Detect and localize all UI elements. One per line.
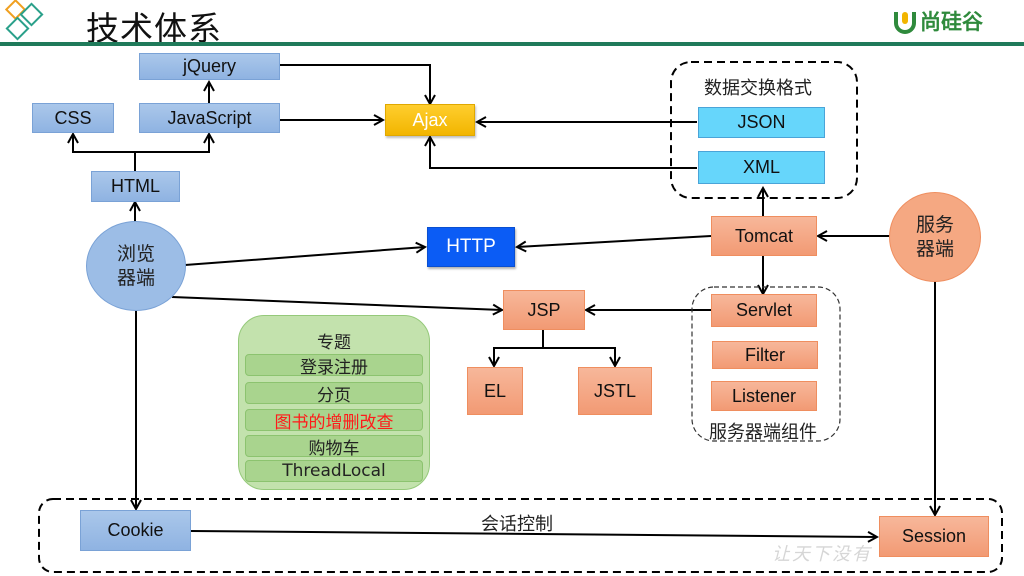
edge-cookie-to-session — [190, 530, 877, 537]
server-components-group — [691, 286, 841, 442]
edge-html-to-css — [73, 134, 136, 172]
node-xml: XML — [698, 151, 825, 184]
edge-browser-to-http — [184, 247, 425, 266]
node-json: JSON — [698, 107, 825, 138]
topics-panel: 专题 登录注册 分页 图书的增删改查 购物车 ThreadLocal — [238, 315, 430, 490]
node-cookie: Cookie — [80, 510, 191, 551]
browser-label-line1: 浏览 — [116, 243, 155, 265]
node-filter: Filter — [712, 341, 818, 369]
node-servlet: Servlet — [711, 294, 817, 327]
node-ajax: Ajax — [385, 104, 475, 136]
browser-label-line2: 器端 — [116, 267, 155, 289]
node-jquery: jQuery — [139, 53, 280, 80]
node-javascript: JavaScript — [139, 103, 280, 133]
brand-logo: 尚硅谷 — [893, 6, 983, 36]
node-browser: 浏览器端 — [86, 221, 186, 311]
topic-item: 登录注册 — [245, 354, 423, 378]
node-tomcat: Tomcat — [711, 216, 817, 256]
node-server: 服务器端 — [889, 192, 981, 282]
session-control-label: 会话控制 — [481, 514, 553, 535]
node-el: EL — [467, 367, 523, 415]
node-http: HTTP — [427, 227, 515, 267]
edge-tomcat-to-http — [517, 235, 712, 247]
node-session: Session — [879, 516, 989, 557]
page-title: 技术体系 — [86, 9, 222, 48]
node-css: CSS — [32, 103, 114, 133]
edge-jquery-to-ajax — [280, 64, 430, 104]
topics-title: 专题 — [317, 333, 351, 353]
server-components-label: 服务器端组件 — [709, 422, 817, 443]
logo-diamonds-icon — [4, 0, 44, 41]
data-exchange-label: 数据交换格式 — [704, 78, 812, 99]
node-listener: Listener — [711, 381, 817, 411]
data-exchange-group — [670, 61, 858, 199]
topic-item: ThreadLocal — [245, 460, 423, 482]
edge-jsp-to-jstl — [543, 347, 615, 366]
edge-xml-to-ajax — [430, 137, 697, 169]
session-control-group — [38, 498, 1003, 573]
server-label-line2: 器端 — [915, 238, 954, 260]
edge-jsp-to-el — [494, 330, 544, 366]
server-label-line1: 服务 — [915, 214, 954, 236]
brand-u-icon — [894, 12, 916, 34]
node-jsp: JSP — [503, 290, 585, 330]
topic-item: 分页 — [245, 382, 423, 406]
edge-browser-to-jsp — [171, 296, 502, 310]
topic-item: 购物车 — [245, 435, 423, 459]
node-jstl: JSTL — [578, 367, 652, 415]
brand-name: 尚硅谷 — [920, 10, 983, 34]
header-divider — [0, 42, 1024, 46]
edge-html-to-javascript — [135, 134, 209, 153]
watermark: 让天下没有 — [772, 544, 872, 565]
node-html: HTML — [91, 171, 180, 202]
topic-item-highlighted: 图书的增删改查 — [245, 409, 423, 433]
